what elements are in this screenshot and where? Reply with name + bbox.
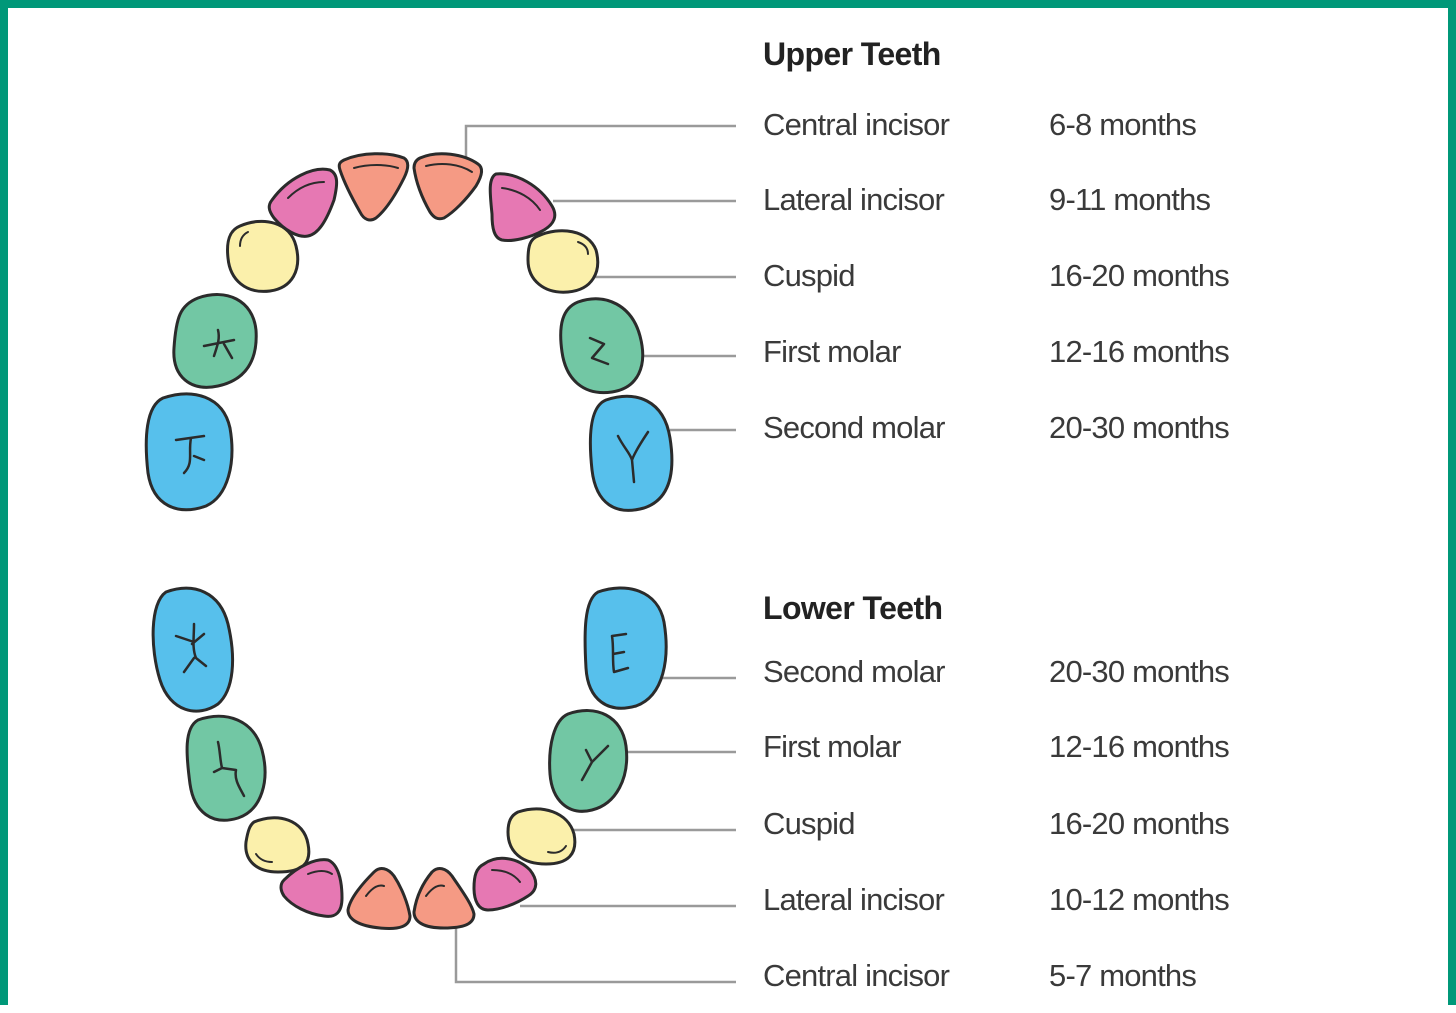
upper-name-cuspid: Cuspid [763, 260, 855, 291]
upper-teeth-heading: Upper Teeth [763, 38, 941, 70]
lower-age-first-molar: 12-16 months [1049, 731, 1229, 762]
lower-name-first-molar: First molar [763, 731, 901, 762]
lower-age-second-molar: 20-30 months [1049, 656, 1229, 687]
upper-right-first-molar [561, 299, 643, 393]
upper-name-second-molar: Second molar [763, 412, 945, 443]
upper-left-first-molar [174, 295, 256, 388]
upper-age-lateral-incisor: 9-11 months [1049, 184, 1210, 215]
upper-right-cuspid [528, 231, 598, 292]
lower-left-first-molar [187, 716, 265, 820]
lower-name-cuspid: Cuspid [763, 808, 855, 839]
teeth-diagram [8, 8, 1456, 1013]
upper-right-lateral-incisor [490, 174, 555, 241]
lower-teeth-heading: Lower Teeth [763, 592, 943, 624]
upper-name-lateral-incisor: Lateral incisor [763, 184, 944, 215]
leader-upper-central-incisor [466, 126, 736, 158]
upper-right-central-incisor [414, 154, 482, 219]
upper-left-cuspid [228, 221, 298, 291]
lower-name-lateral-incisor: Lateral incisor [763, 884, 944, 915]
lower-right-central-incisor [414, 869, 474, 928]
lower-age-central-incisor: 5-7 months [1049, 960, 1196, 991]
upper-right-second-molar [590, 396, 672, 510]
upper-age-central-incisor: 6-8 months [1049, 109, 1196, 140]
lower-name-second-molar: Second molar [763, 656, 945, 687]
lower-right-first-molar [550, 711, 627, 812]
lower-left-second-molar [153, 588, 232, 711]
lower-name-central-incisor: Central incisor [763, 960, 949, 991]
upper-left-second-molar [146, 394, 232, 510]
upper-age-cuspid: 16-20 months [1049, 260, 1229, 291]
upper-name-central-incisor: Central incisor [763, 109, 949, 140]
upper-name-first-molar: First molar [763, 336, 901, 367]
lower-age-cuspid: 16-20 months [1049, 808, 1229, 839]
leader-lower-central-incisor [456, 926, 736, 982]
upper-age-second-molar: 20-30 months [1049, 412, 1229, 443]
lower-right-second-molar [585, 588, 666, 708]
lower-age-lateral-incisor: 10-12 months [1049, 884, 1229, 915]
lower-right-lateral-incisor [474, 858, 536, 910]
lower-left-central-incisor [348, 869, 410, 929]
lower-right-cuspid [508, 809, 575, 864]
upper-age-first-molar: 12-16 months [1049, 336, 1229, 367]
lower-left-cuspid [246, 818, 309, 872]
upper-left-central-incisor [339, 154, 408, 220]
